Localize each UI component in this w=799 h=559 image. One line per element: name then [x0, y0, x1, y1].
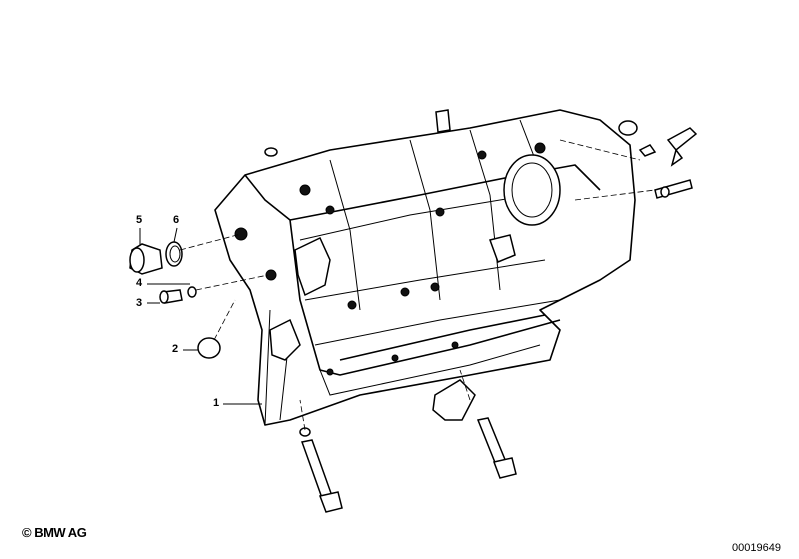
bearing-bolts[interactable] — [299, 369, 517, 513]
callout-6: 6 — [173, 214, 180, 226]
callout-5: 5 — [136, 214, 143, 226]
copyright-notice: © BMW AG — [22, 525, 87, 540]
part-4-gasket-ring[interactable] — [187, 286, 197, 298]
callout-1: 1 — [213, 397, 220, 409]
callout-3: 3 — [136, 297, 143, 309]
part-2-plug-cap[interactable] — [197, 337, 221, 359]
dowel-sleeve[interactable] — [435, 109, 451, 133]
callout-4: 4 — [136, 277, 143, 289]
engine-block[interactable] — [214, 109, 636, 426]
diagram-code: 00019649 — [732, 542, 781, 554]
leader-lines — [139, 227, 262, 405]
part-6-seal-ring[interactable] — [165, 241, 183, 267]
right-fittings[interactable] — [559, 120, 698, 201]
dowel-pin[interactable] — [264, 147, 278, 157]
part-3-screw-plug[interactable] — [159, 289, 183, 304]
callout-2: 2 — [172, 343, 179, 355]
part-5-screw-plug-large[interactable] — [129, 243, 163, 275]
